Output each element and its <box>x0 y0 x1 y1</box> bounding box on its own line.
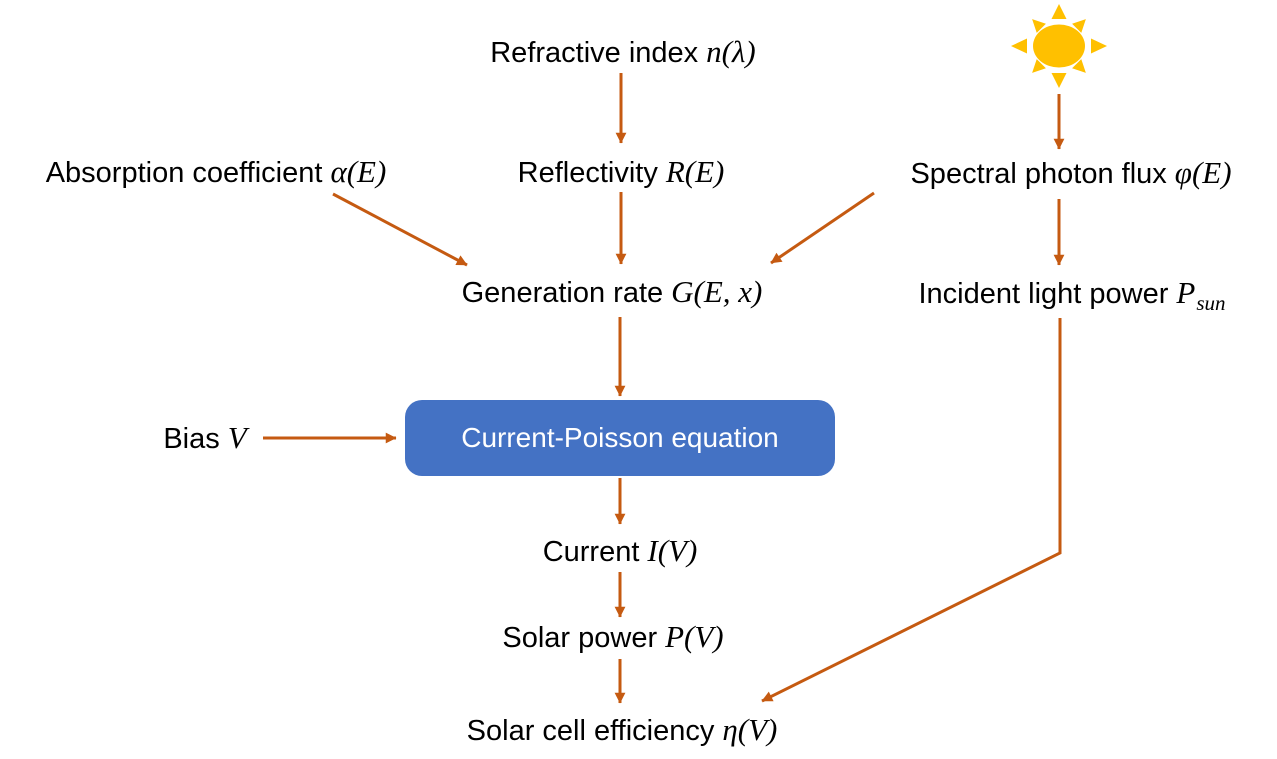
node-label: Absorption coefficient <box>45 156 323 189</box>
node-math: V <box>227 419 247 455</box>
node-math: φ(E) <box>1174 154 1232 190</box>
node-math: α(E) <box>330 153 387 189</box>
node-math: P(V) <box>665 618 724 654</box>
process-box-label: Current-Poisson equation <box>461 422 779 453</box>
node-math: n(λ) <box>706 33 756 69</box>
node-math: P <box>1176 274 1196 310</box>
node-label: Spectral photon flux <box>910 157 1167 190</box>
node-label: Refractive index <box>490 36 699 69</box>
node-math: I(V) <box>647 532 698 568</box>
node-label: Incident light power <box>918 277 1169 310</box>
current-poisson-equation-box: Current-Poisson equation <box>405 400 835 476</box>
arrow-incident-light-power-to-solar-cell-efficiency <box>761 318 1062 703</box>
node-label: Solar cell efficiency <box>466 714 715 747</box>
node-label: Current <box>542 535 640 568</box>
arrow-spectral-photon-flux-to-generation-rate <box>770 191 875 265</box>
node-label: Generation rate <box>461 276 664 309</box>
node-label: Bias <box>163 422 220 455</box>
node-label: Solar power <box>502 621 658 654</box>
node-math: R(E) <box>665 153 725 189</box>
node-label: Reflectivity <box>517 156 658 189</box>
node-math-subscript: sun <box>1196 290 1226 315</box>
sun-icon <box>1011 4 1107 88</box>
node-math: G(E, x) <box>671 273 763 309</box>
arrow-absorption-coefficient-to-generation-rate <box>332 192 468 267</box>
node-math: η(V) <box>722 711 778 747</box>
